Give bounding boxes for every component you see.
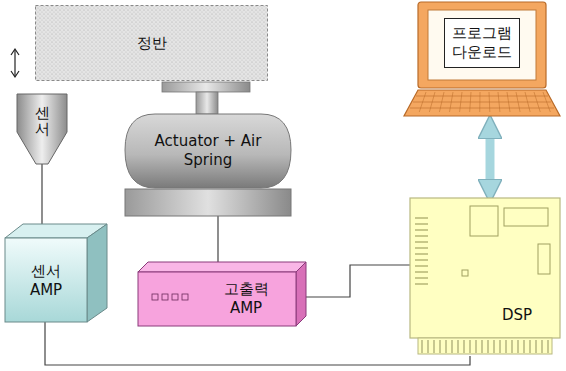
node-label: 센서 AMP <box>22 262 70 300</box>
node-label: 고출력 AMP <box>216 280 276 318</box>
node-label: DSP <box>502 306 532 325</box>
signal-wire <box>217 216 218 262</box>
text-area: 고출력 AMP <box>200 276 292 322</box>
power-amp: 고출력 AMP <box>138 262 306 326</box>
pedestal-plate <box>162 82 250 92</box>
node-label: 센서 <box>35 105 50 138</box>
dsp-board-outline <box>410 198 560 356</box>
laptop: 프로그램 다운로드 <box>404 2 560 120</box>
sensor-amp: 센서 AMP <box>5 224 107 322</box>
sensor-head: 센서 <box>17 94 67 164</box>
motion-arrow <box>11 49 19 77</box>
text-area: 정반 <box>35 5 268 81</box>
text-area: 프로그램 다운로드 <box>444 18 520 68</box>
signal-wire <box>306 265 410 297</box>
table-top: 정반 <box>35 5 268 81</box>
text-area: Actuator + Air Spring <box>147 118 269 184</box>
signal-wire <box>45 322 470 365</box>
text-area: DSP <box>482 300 552 330</box>
actuator-air-spring: Actuator + Air Spring <box>125 112 291 216</box>
dsp-board: DSP <box>410 198 560 356</box>
signal-wire <box>41 164 42 224</box>
node-label: Actuator + Air Spring <box>147 132 269 170</box>
power-amp-outline <box>138 262 306 326</box>
node-label: 정반 <box>137 34 167 53</box>
text-area: 센서 AMP <box>11 246 81 316</box>
download-arrow <box>486 134 495 184</box>
pedestal-stem <box>196 92 218 114</box>
node-label: 프로그램 다운로드 <box>445 24 519 62</box>
text-area: 센서 <box>17 96 67 146</box>
